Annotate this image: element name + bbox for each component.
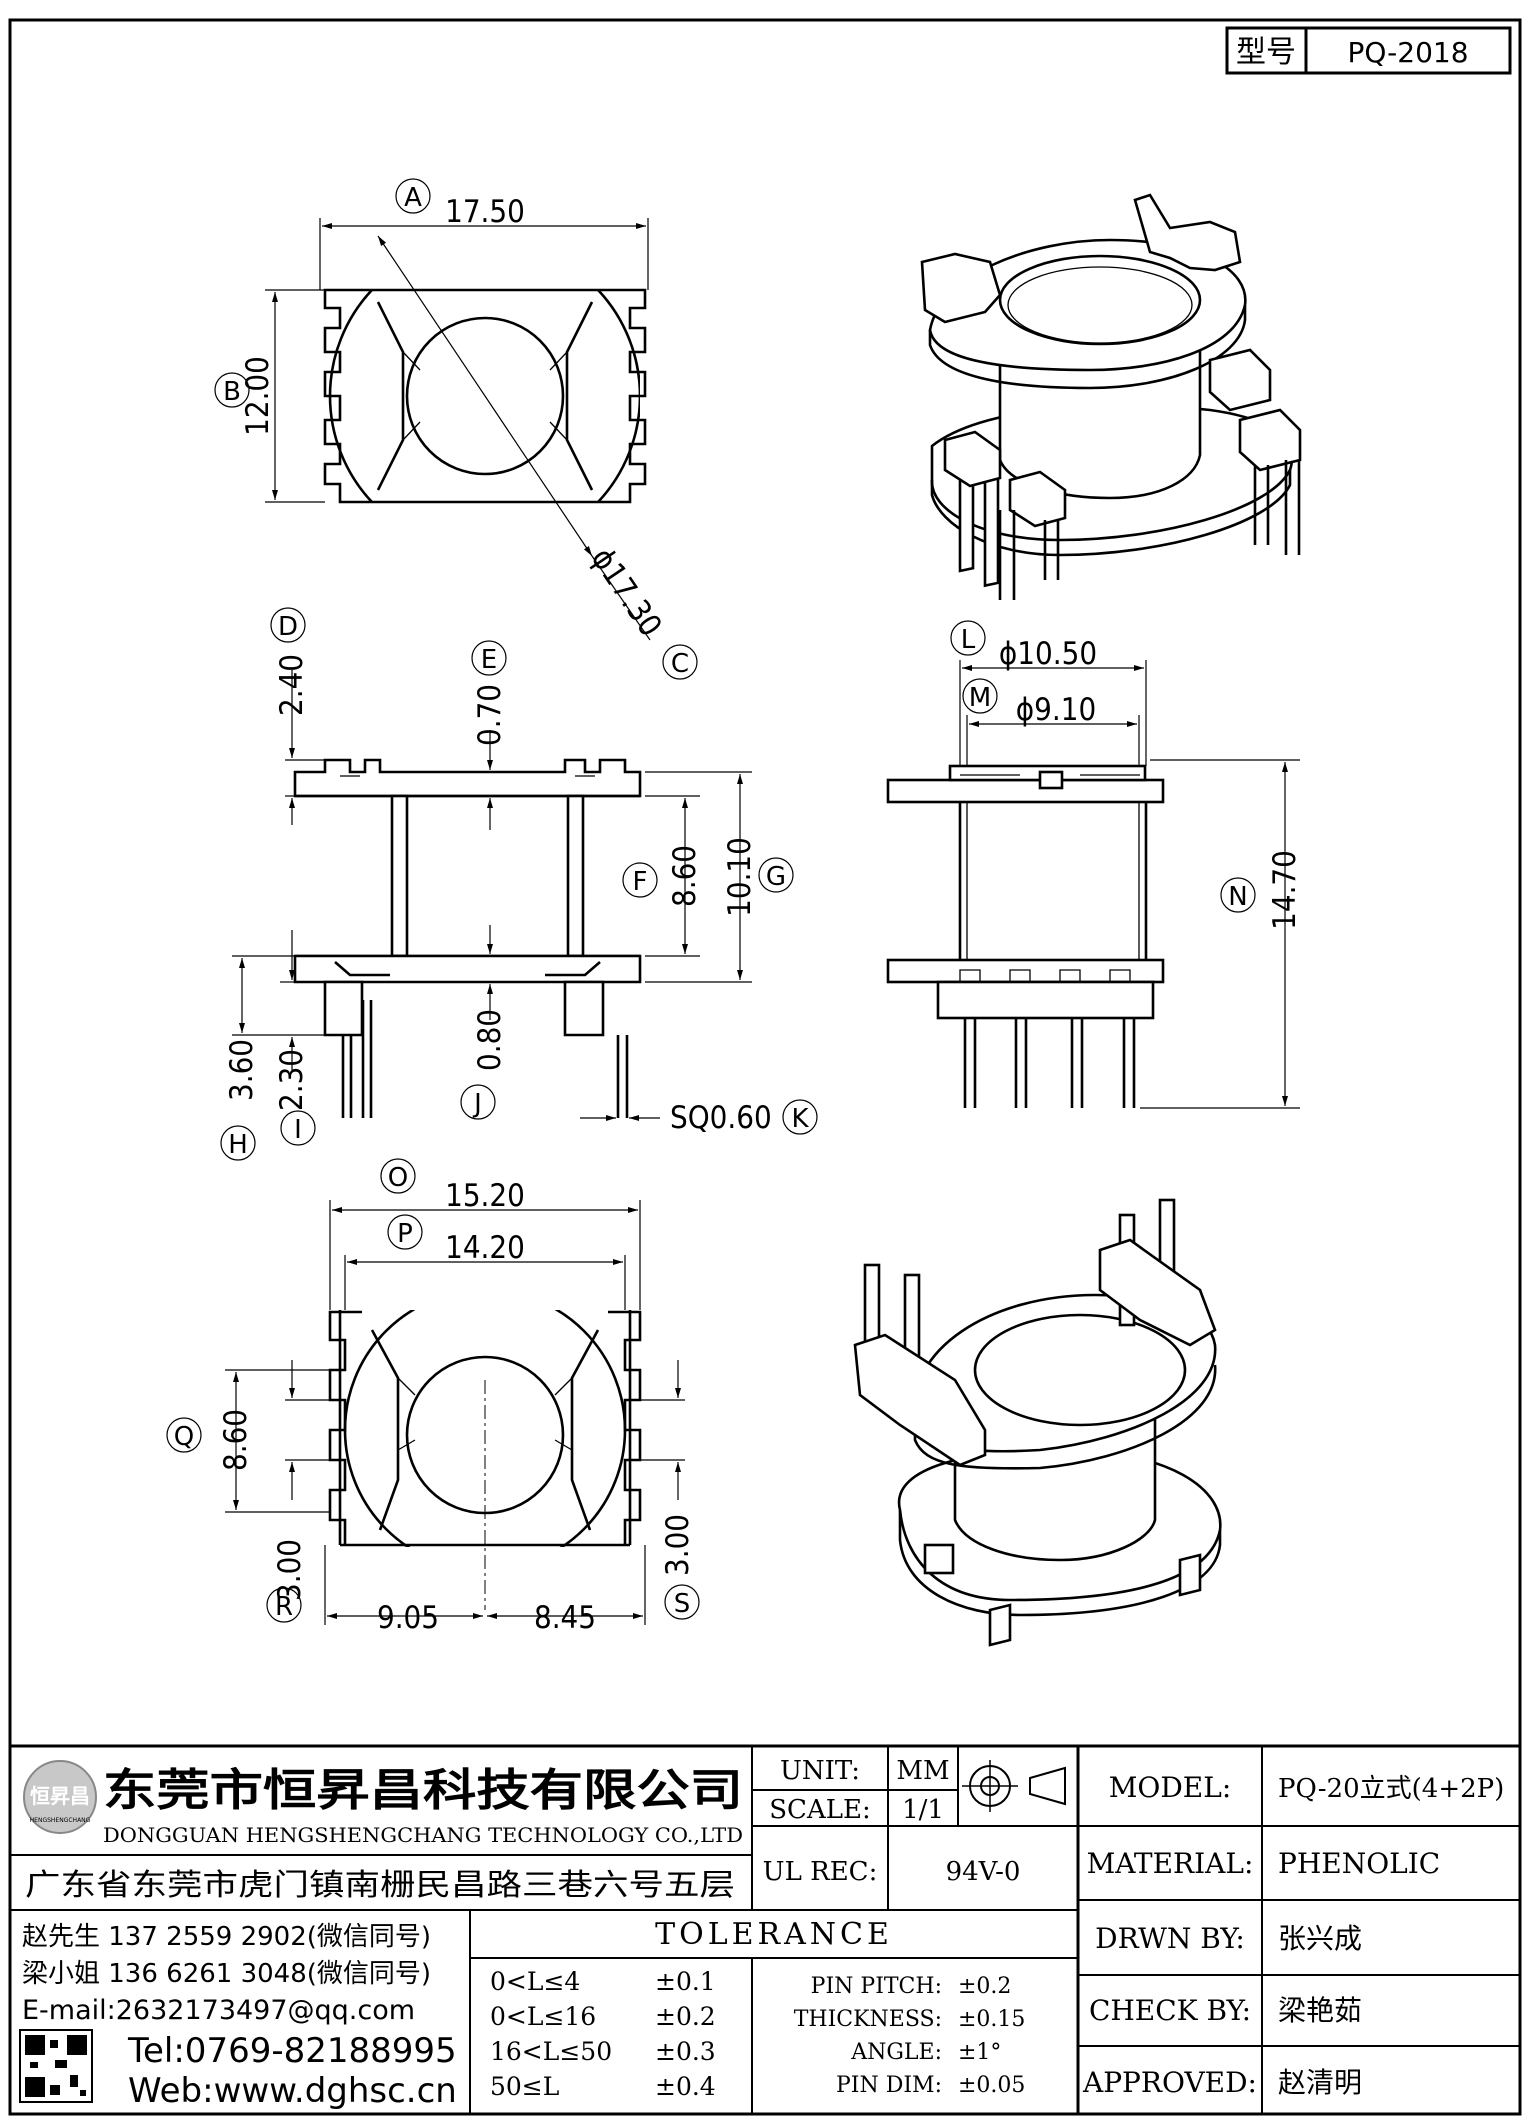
approved-label: APPROVED: <box>1082 2066 1257 2099</box>
tol-param-value-4: ±0.05 <box>958 2073 1025 2098</box>
model-label: MODEL: <box>1109 1771 1232 1804</box>
tol-param-2: THICKNESS: <box>794 2007 942 2032</box>
dim-r-value: 3.00 <box>272 1539 308 1601</box>
dim-h-label: H <box>228 1130 248 1160</box>
dim-l-label: L <box>961 625 976 655</box>
dim-q-label: Q <box>174 1422 194 1452</box>
bottom-view: 15.20 O 14.20 P 8.60 Q 3.00 R 3.00 S <box>166 1158 700 1636</box>
tol-param-value-1: ±0.2 <box>958 1974 1011 1999</box>
tol-param-1: PIN PITCH: <box>811 1974 942 1999</box>
contact-tel: Tel:0769-82188995 <box>127 2031 457 2071</box>
dim-o-label: O <box>388 1163 408 1193</box>
dim-g-value: 10.10 <box>722 837 758 917</box>
dim-p-value: 14.20 <box>445 1230 525 1266</box>
qr-code-icon <box>19 2029 93 2103</box>
scale-label: SCALE: <box>769 1795 871 1825</box>
material-value: PHENOLIC <box>1278 1847 1440 1880</box>
contact-1: 赵先生 137 2559 2902(微信同号) <box>22 1922 431 1952</box>
contact-2: 梁小姐 136 6261 3048(微信同号) <box>22 1959 431 1989</box>
dim-j-value: 0.80 <box>472 1009 508 1071</box>
dim-p-label: P <box>397 1219 413 1249</box>
dim-j-label: J <box>472 1089 482 1119</box>
dim-r-label: R <box>275 1592 293 1622</box>
tol-param-value-2: ±0.15 <box>958 2007 1025 2032</box>
dim-n-label: N <box>1228 882 1247 912</box>
tol-range-4: 50≤L <box>490 2072 559 2101</box>
svg-text:恒昇昌: 恒昇昌 <box>30 1784 90 1808</box>
iso-view-lower <box>853 1198 1222 1647</box>
dim-b-value: 12.00 <box>240 356 276 436</box>
dim-m-label: M <box>969 683 991 713</box>
tol-range-3: 16<L≤50 <box>490 2037 612 2066</box>
dim-i-value: 2.30 <box>274 1049 310 1111</box>
dim-f-label: F <box>633 867 648 897</box>
title-block: 恒昇昌 HENGSHENGCHANG 东莞市恒昇昌科技有限公司 DONGGUAN… <box>10 1744 1520 2114</box>
unit-label: UNIT: <box>780 1756 860 1786</box>
dim-905-value: 9.05 <box>377 1600 439 1636</box>
dim-d-value: 2.40 <box>274 654 310 716</box>
dim-a-label: A <box>404 183 422 213</box>
company-name-en: DONGGUAN HENGSHENGCHANG TECHNOLOGY CO.,L… <box>103 1823 743 1847</box>
svg-text:HENGSHENGCHANG: HENGSHENGCHANG <box>30 1817 91 1824</box>
outer-border <box>8 18 1522 2116</box>
unit-value: MM <box>896 1756 949 1786</box>
model-value: PQ-20立式(4+2P) <box>1278 1774 1504 1804</box>
contact-email: E-mail:2632173497@qq.com <box>22 1995 415 2026</box>
company-logo: 恒昇昌 HENGSHENGCHANG <box>23 1760 97 1834</box>
dim-d-label: D <box>278 612 298 642</box>
dim-845-value: 8.45 <box>534 1600 596 1636</box>
material-label: MATERIAL: <box>1087 1847 1254 1880</box>
dim-n-value: 14.70 <box>1267 850 1303 930</box>
drawn-by-label: DRWN BY: <box>1095 1922 1245 1955</box>
company-address: 广东省东莞市虎门镇南栅民昌路三巷六号五层 <box>25 1868 735 1903</box>
dim-m-value: ϕ9.10 <box>1016 692 1096 728</box>
type-box: 型号 PQ-2018 <box>1225 26 1512 75</box>
iso-view-upper <box>920 193 1302 600</box>
tol-value-4: ±0.4 <box>655 2072 716 2101</box>
tol-param-value-3: ±1° <box>958 2040 1001 2065</box>
drawn-by-value: 张兴成 <box>1278 1922 1362 1955</box>
dim-e-value: 0.70 <box>472 684 508 746</box>
dim-i-label: I <box>294 1115 302 1145</box>
dim-s-label: S <box>674 1589 691 1619</box>
ulrec-value: 94V-0 <box>946 1857 1021 1887</box>
dim-f-value: 8.60 <box>667 845 703 907</box>
type-value: PQ-2018 <box>1347 36 1468 69</box>
tol-range-2: 0<L≤16 <box>490 2002 596 2031</box>
tol-param-3: ANGLE: <box>850 2040 942 2065</box>
scale-value: 1/1 <box>902 1795 944 1825</box>
dim-k-value: SQ0.60 <box>670 1100 772 1136</box>
ulrec-label: UL REC: <box>763 1857 878 1887</box>
tolerance-title: TOLERANCE <box>655 1917 893 1952</box>
front-view: 2.40 D 0.70 E 8.60 F 10.10 G 3.60 H 2.30 <box>220 607 818 1161</box>
contact-web: Web:www.dghsc.cn <box>128 2071 457 2111</box>
projection-symbol-icon <box>962 1760 1066 1812</box>
dim-o-value: 15.20 <box>445 1178 525 1214</box>
dim-s-value: 3.00 <box>660 1514 696 1576</box>
dim-k-label: K <box>791 1104 809 1134</box>
tol-param-4: PIN DIM: <box>836 2073 942 2098</box>
dim-e-label: E <box>481 645 497 675</box>
tol-range-1: 0<L≤4 <box>490 1967 580 1996</box>
dim-c-label: C <box>671 649 689 679</box>
tol-value-2: ±0.2 <box>655 2002 716 2031</box>
approved-value: 赵清明 <box>1278 2066 1362 2099</box>
dim-q-value: 8.60 <box>218 1409 254 1471</box>
dim-l-value: ϕ10.50 <box>999 636 1097 672</box>
side-view: ϕ10.50 L ϕ9.10 M 14.70 N <box>886 620 1303 1109</box>
dim-g-label: G <box>766 862 786 892</box>
check-by-value: 梁艳茹 <box>1278 1994 1362 2027</box>
top-view: 17.50 A 12.00 B ϕ17.30 C <box>214 178 698 680</box>
dim-b-label: B <box>223 377 241 407</box>
type-label: 型号 <box>1236 35 1296 70</box>
dim-a-value: 17.50 <box>445 194 525 230</box>
dim-c-value: ϕ17.30 <box>584 542 669 644</box>
check-by-label: CHECK BY: <box>1089 1994 1251 2027</box>
tol-value-1: ±0.1 <box>655 1967 716 1996</box>
company-name-cn: 东莞市恒昇昌科技有限公司 <box>103 1765 743 1816</box>
dim-h-value: 3.60 <box>224 1039 260 1101</box>
tol-value-3: ±0.3 <box>655 2037 716 2066</box>
